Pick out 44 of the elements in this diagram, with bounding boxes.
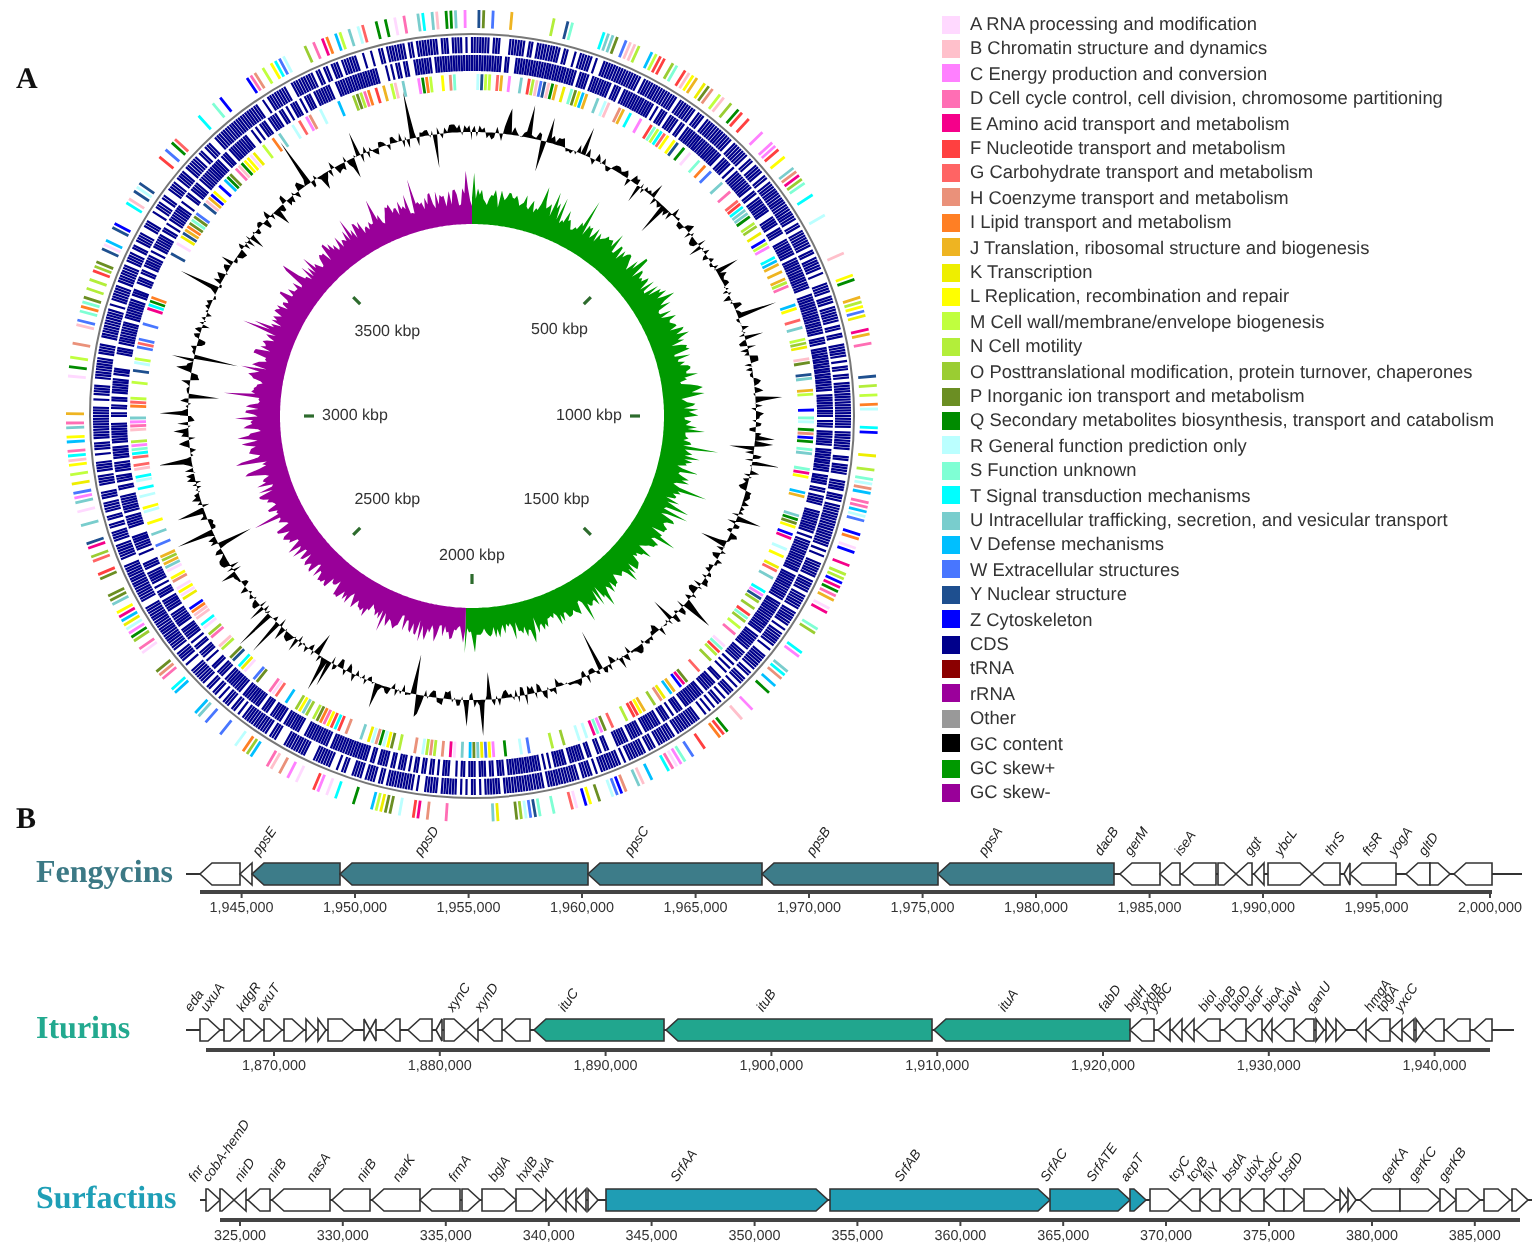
legend-label: tRNA: [970, 656, 1014, 681]
legend-label: E Amino acid transport and metabolism: [970, 111, 1290, 136]
legend-label: I Lipid transport and metabolism: [970, 210, 1232, 235]
position-label: 2000 kbp: [439, 546, 505, 566]
legend-label: L Replication, recombination and repair: [970, 284, 1290, 309]
legend-label: K Transcription: [970, 260, 1093, 284]
panel-letter: A: [16, 64, 38, 96]
legend-label: Y Nuclear structure: [970, 582, 1127, 607]
legend-label: U Intracellular trafficking, secretion, and vesicular transport: [970, 508, 1448, 532]
legend-label: S Function unknown: [970, 458, 1137, 483]
legend-label: W Extracellular structures: [970, 557, 1180, 582]
position-label: 1500 kbp: [523, 490, 590, 511]
cluster-title: Iturins: [36, 1010, 131, 1048]
legend-label: Q Secondary metabolites biosynthesis, transport and catabolism: [970, 408, 1494, 433]
legend-label: GC skew-: [970, 780, 1051, 805]
legend-label: B Chromatin structure and dynamics: [970, 36, 1268, 61]
position-label: 1000 kbp: [556, 406, 622, 426]
legend-label: D Cell cycle control, cell division, chromosome partitioning: [970, 86, 1443, 111]
legend-label: V Defense mechanisms: [970, 532, 1165, 557]
legend-label: C Energy production and conversion: [970, 61, 1268, 86]
legend-label: Other: [970, 706, 1016, 731]
legend-label: GC skew+: [970, 756, 1056, 780]
legend-label: rRNA: [970, 681, 1015, 706]
legend-label: G Carbohydrate transport and metabolism: [970, 160, 1314, 185]
legend-label: CDS: [970, 632, 1009, 656]
legend-label: N Cell motility: [970, 334, 1083, 359]
legend-label: R General function prediction only: [970, 433, 1247, 458]
panel-letter: B: [16, 804, 37, 836]
position-label: 3500 kbp: [354, 321, 421, 342]
legend-label: F Nucleotide transport and metabolism: [970, 136, 1286, 160]
legend-label: M Cell wall/membrane/envelope biogenesis: [970, 309, 1325, 334]
position-label: 500 kbp: [531, 319, 588, 339]
legend-label: GC content: [970, 731, 1063, 756]
legend-label: T Signal transduction mechanisms: [970, 483, 1251, 508]
position-label: 3000 kbp: [322, 406, 388, 426]
legend-label: H Coenzyme transport and metabolism: [970, 185, 1289, 210]
position-label: 2500 kbp: [354, 490, 421, 511]
legend-label: A RNA processing and modification: [970, 12, 1258, 36]
legend-label: O Posttranslational modification, protein turnover, chaperones: [970, 359, 1473, 384]
cluster-title: Fengycins: [36, 854, 173, 892]
legend-label: P Inorganic ion transport and metabolism: [970, 384, 1305, 408]
legend-label: Z Cytoskeleton: [970, 607, 1093, 632]
legend-label: J Translation, ribosomal structure and biogenesis: [970, 235, 1370, 260]
cluster-title: Surfactins: [36, 1180, 177, 1218]
